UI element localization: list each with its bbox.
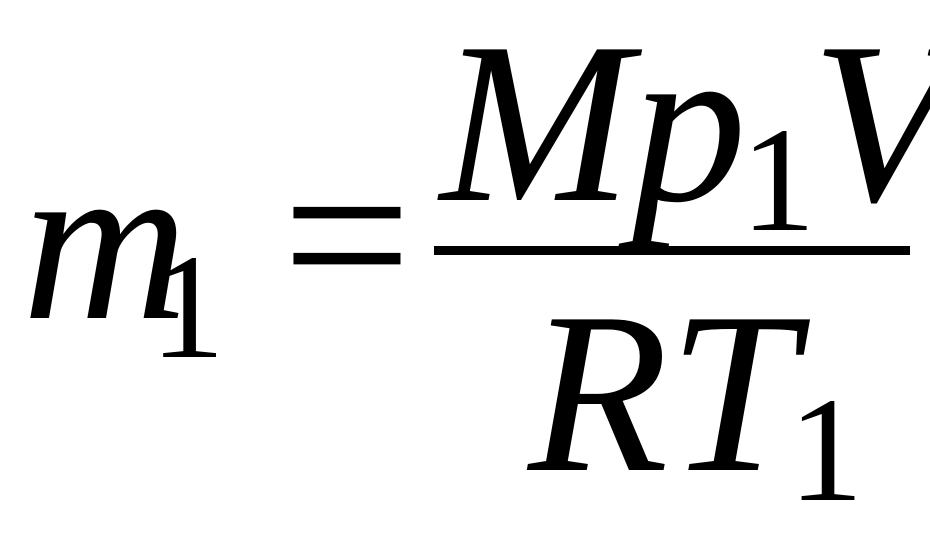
numerator-p-subscript: 1	[740, 97, 816, 263]
numerator-p: p	[631, 0, 747, 250]
numerator-M: M	[440, 0, 632, 250]
denominator-T: T	[668, 265, 797, 520]
denominator-T-subscript: 1	[788, 367, 864, 533]
numerator: Mp1V	[440, 8, 930, 256]
denominator-R: R	[528, 265, 669, 520]
lhs-subscript: 1	[150, 224, 225, 390]
numerator-V: V	[812, 0, 930, 250]
denominator: RT1	[528, 278, 863, 526]
fraction-bar	[434, 246, 910, 255]
equals-sign: =	[282, 107, 412, 362]
lhs-symbol-m: m	[22, 113, 189, 368]
